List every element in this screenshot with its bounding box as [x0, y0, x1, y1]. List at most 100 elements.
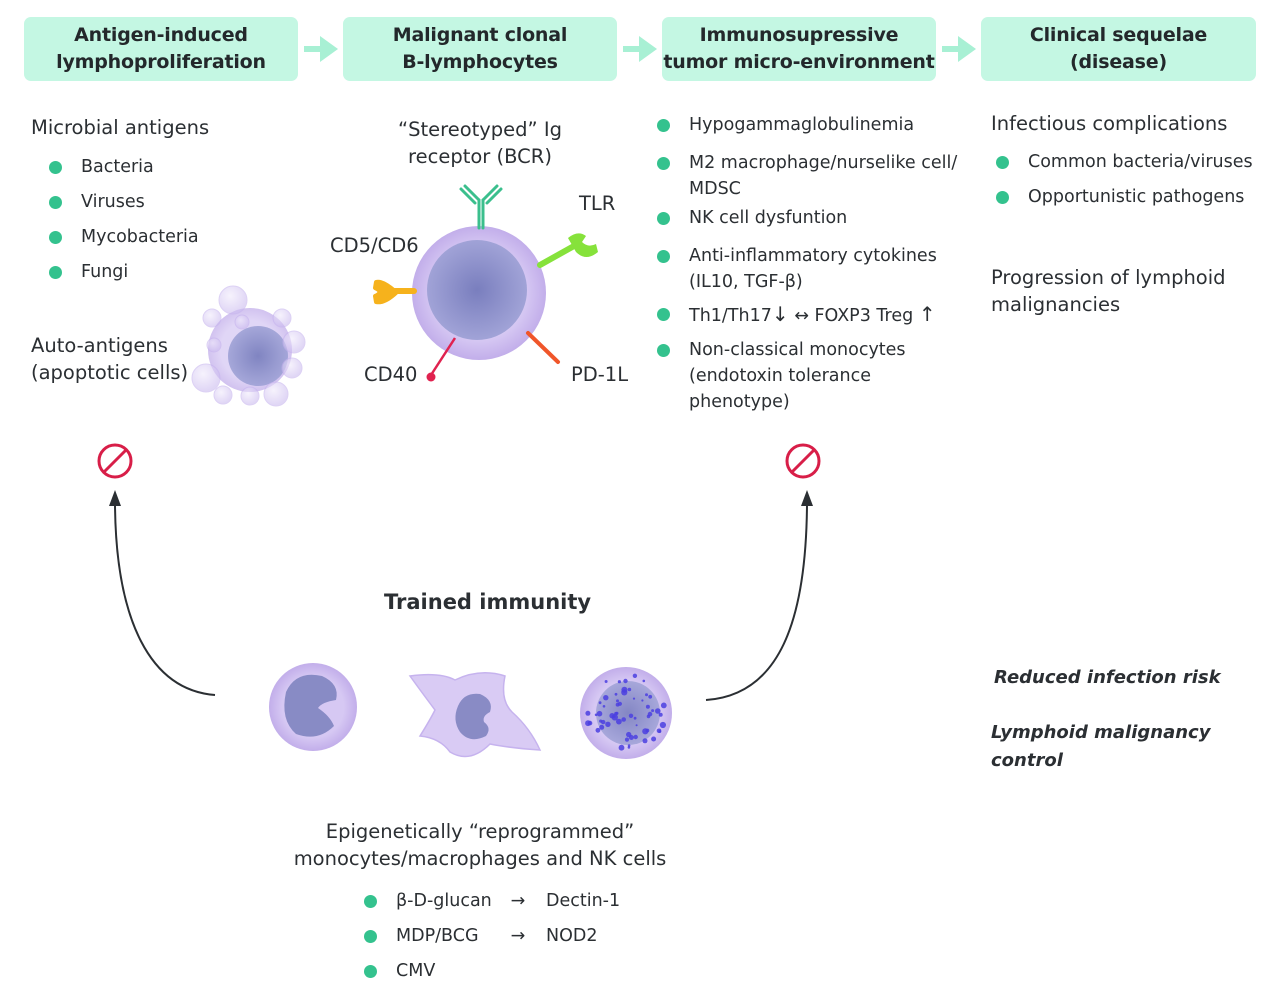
malignancy-control-label: Lymphoid malignancy control [991, 719, 1210, 775]
caption-line: Epigenetically “reprogrammed” [325, 820, 635, 843]
monocyte-illustration [269, 663, 357, 751]
stimulus-item: MDP/BCG → NOD2 [364, 926, 597, 946]
prohibited-icon [97, 443, 133, 479]
header-box-malignant-clonal: Malignant clonal B-lymphocytes [343, 17, 617, 81]
stimulus-item: β-D-glucan → Dectin-1 [364, 891, 620, 911]
bullet-icon [49, 230, 62, 244]
header-box-line: lymphoproliferation [56, 51, 266, 73]
header-box-line: Antigen-induced [74, 24, 248, 46]
granule-dot [635, 724, 638, 727]
malignancy-line: Lymphoid malignancy [991, 722, 1211, 743]
list-item-label: M2 macrophage/nurselike cell/MDSC [689, 153, 958, 199]
granule-dot [618, 744, 625, 751]
header-box-antigen-induced: Antigen-induced lymphoproliferation [24, 17, 298, 81]
stimulus-label: CMV [396, 961, 436, 981]
granule-dot [623, 678, 628, 684]
bcr-label: “Stereotyped” Ig receptor (BCR) [360, 116, 600, 170]
stimulus-item: CMV [364, 961, 435, 981]
granule-dot [603, 695, 609, 701]
granule-dot [621, 717, 626, 722]
granule-dot [585, 710, 591, 716]
granule-dot [628, 713, 634, 718]
granule-dot [596, 710, 603, 717]
down-arrow-icon: ↓ [771, 302, 789, 326]
list-item-label: Common bacteria/viruses [1028, 152, 1253, 172]
granule-dot [658, 712, 663, 717]
granule-dot [617, 680, 622, 684]
pd1l-receptor-icon [526, 331, 560, 364]
granule-dot [598, 701, 602, 705]
list-item-label: Anti-inflammatory cytokines(IL10, TGF-β) [689, 246, 937, 292]
granule-dot [599, 724, 605, 730]
bullet-icon [364, 929, 377, 943]
bullet-icon [657, 307, 670, 321]
auto-antigens-line: Auto-antigens [31, 334, 168, 357]
granule-dot [651, 736, 657, 742]
granule-dot [641, 699, 644, 702]
header-box-line: B-lymphocytes [402, 51, 558, 73]
bullet-icon [49, 195, 62, 209]
list-item: Fungi [49, 262, 128, 282]
microbial-antigens-heading: Microbial antigens [31, 116, 210, 139]
bullet-icon [996, 155, 1009, 169]
list-item: Mycobacteria [49, 227, 199, 247]
cd5-cd6-receptor-icon [373, 279, 417, 305]
bullet-icon [364, 894, 377, 908]
granule-dot [615, 702, 620, 707]
progression-line: Progression of lymphoid [991, 266, 1226, 289]
granule-dot [614, 692, 618, 696]
bullet-icon [657, 157, 670, 170]
trained-immunity-title: Trained immunity [384, 590, 592, 614]
granule-dot [602, 705, 606, 708]
header-box-line: Malignant clonal [392, 24, 568, 46]
granule-dot [645, 704, 650, 709]
granule-dot [648, 694, 653, 699]
trained-immunity-caption: Epigenetically “reprogrammed” monocytes/… [280, 818, 680, 872]
granule-dot [659, 721, 667, 729]
macrophage-illustration [408, 672, 542, 758]
list-item-label: Hypogammaglobulinemia [689, 115, 915, 135]
granule-dot [595, 727, 601, 733]
granule-dot [616, 718, 622, 725]
bullet-icon [657, 118, 670, 132]
header-box-line: (disease) [1070, 51, 1167, 73]
receptor-label: Dectin-1 [546, 891, 621, 911]
stimulus-label: MDP/BCG [396, 926, 479, 946]
list-item: Viruses [49, 192, 145, 212]
pd1l-label: PD-1L [571, 363, 629, 386]
bullet-icon [657, 211, 670, 225]
auto-antigens-label: Auto-antigens (apoptotic cells) [31, 332, 188, 386]
list-item-label: Mycobacteria [81, 227, 199, 247]
header-box-line: tumor micro-environment [663, 51, 935, 73]
granule-dot [601, 719, 606, 725]
bcr-receptor-icon [459, 184, 503, 230]
bullet-icon [49, 265, 62, 279]
prohibited-icon [785, 443, 821, 479]
list-item: Opportunistic pathogens [996, 187, 1244, 207]
granule-dot [633, 716, 637, 720]
granule-dot [655, 708, 661, 714]
header-box-clinical-sequelae: Clinical sequelae (disease) [981, 17, 1256, 81]
apoptotic-cell-illustration [191, 285, 306, 407]
header-box-line: Immunosupressive [699, 24, 899, 46]
granule-dot [627, 746, 631, 749]
granule-dot [604, 680, 608, 683]
reduced-infection-label: Reduced infection risk [994, 667, 1221, 688]
double-arrow-icon: ↔ [794, 306, 809, 326]
granule-dot [660, 702, 667, 709]
bullet-icon [364, 964, 377, 978]
stimulus-label: β-D-glucan [396, 891, 492, 911]
granule-dot [605, 721, 611, 727]
bullet-icon [996, 190, 1009, 204]
flow-arrow-icon [942, 36, 976, 62]
header-box-immunosuppressive: Immunosupressive tumor micro-environment [662, 17, 936, 81]
granule-dot [658, 730, 662, 733]
list-item: Th1/Th17↓ ↔ FOXP3 Treg ↑ [657, 302, 936, 326]
curved-arrow-left-icon [109, 490, 216, 696]
list-item-label: Viruses [81, 192, 145, 212]
receptor-label: NOD2 [546, 926, 598, 946]
nk-cell-illustration [580, 667, 672, 759]
bullet-icon [657, 344, 670, 357]
right-arrow-icon: → [510, 926, 526, 946]
